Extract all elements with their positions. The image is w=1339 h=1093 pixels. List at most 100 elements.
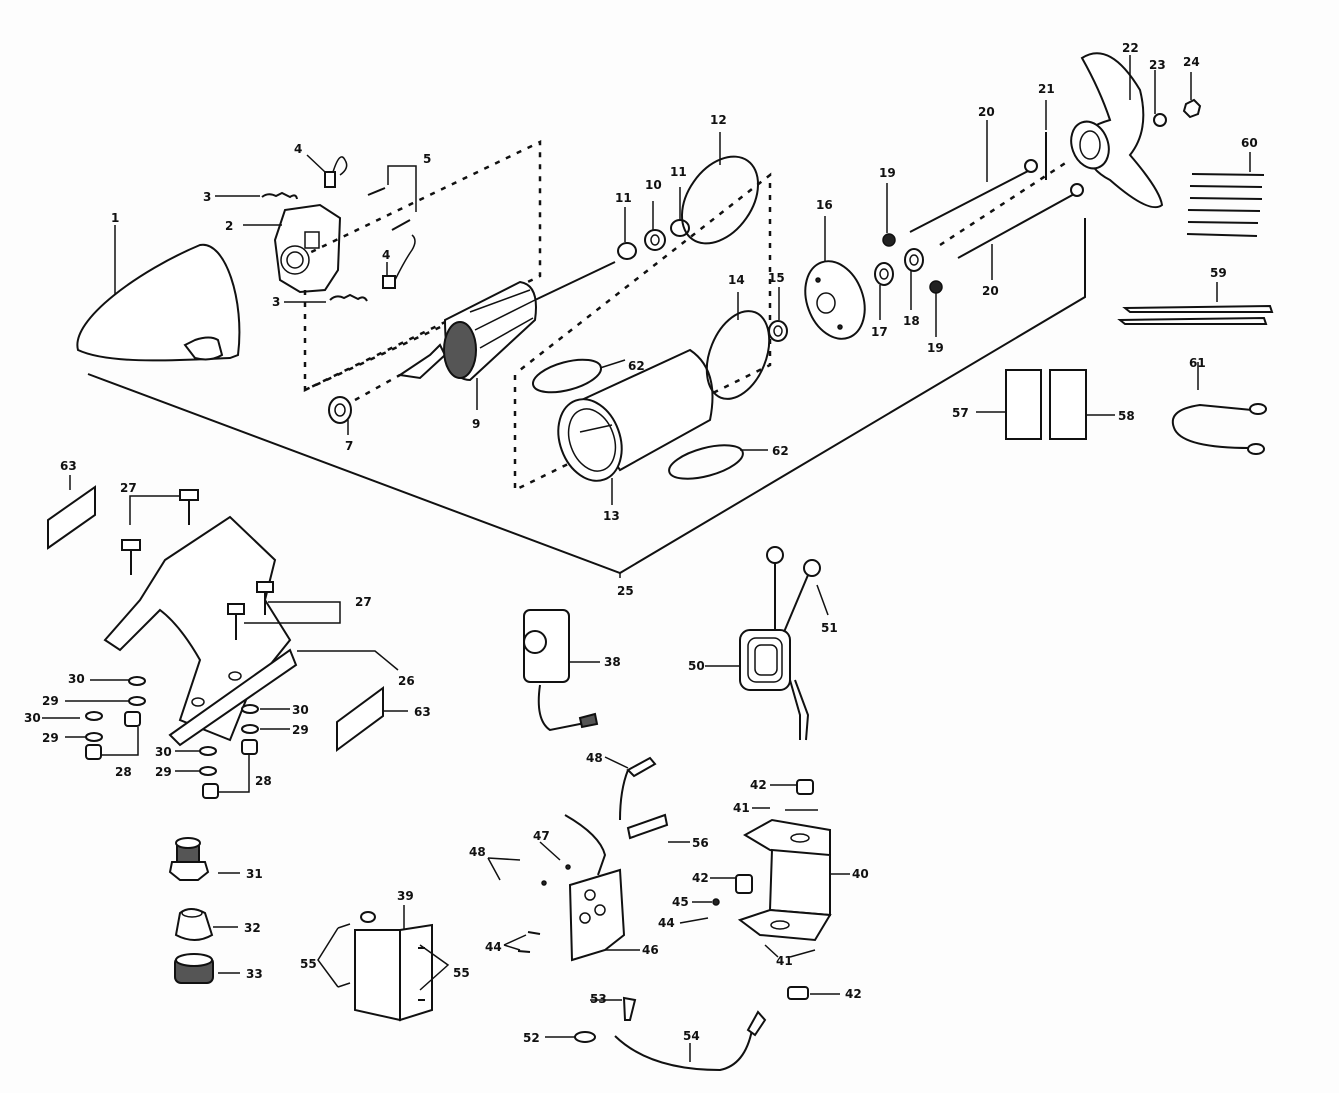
callout-33: 33 [246, 967, 263, 981]
callout-31: 31 [246, 867, 263, 881]
part-cable-ties-60[interactable] [1186, 152, 1265, 237]
callout-20: 20 [978, 105, 995, 119]
part-cover-39[interactable] [354, 905, 433, 1022]
part-propeller-22[interactable] [1065, 52, 1164, 209]
callout-57: 57 [952, 406, 969, 420]
callout-39: 39 [397, 889, 414, 903]
part-decals-57-58[interactable] [976, 369, 1115, 440]
part-circuit-board-46[interactable] [564, 814, 640, 962]
callout-9: 9 [472, 417, 480, 431]
part-thumb-screws-27[interactable] [121, 489, 341, 640]
callout-10: 10 [645, 178, 662, 192]
callout-38: 38 [604, 655, 621, 669]
part-armature[interactable] [354, 261, 616, 410]
part-bushings-17-18[interactable] [874, 248, 924, 320]
callout-61: 61 [1189, 356, 1206, 370]
part-o-ring-14[interactable] [695, 292, 781, 408]
callout-11: 11 [670, 165, 687, 179]
part-cable-ties-59[interactable] [1117, 282, 1274, 325]
armature-dashed-frame [303, 140, 542, 392]
callout-44: 44 [658, 916, 675, 930]
part-prop-nut-24[interactable] [1182, 72, 1202, 119]
callout-55: 55 [300, 957, 317, 971]
callout-4: 4 [382, 248, 390, 262]
housing-dashed-frame [513, 172, 772, 493]
callout-labels: 1 2 3 3 4 4 5 7 9 10 11 11 12 13 14 15 1… [24, 41, 1258, 1045]
part-through-bolts-20[interactable] [909, 120, 1084, 280]
callout-23: 23 [1149, 58, 1166, 72]
part-o-ring-12[interactable] [666, 132, 773, 258]
callout-17: 17 [871, 325, 888, 339]
part-screws-55[interactable] [317, 923, 450, 1001]
callout-42: 42 [692, 871, 709, 885]
callout-14: 14 [728, 273, 745, 287]
callout-41: 41 [776, 954, 793, 968]
callout-13: 13 [603, 509, 620, 523]
callout-58: 58 [1118, 409, 1135, 423]
part-decal-63-top[interactable] [47, 475, 96, 550]
part-coil-50[interactable] [705, 629, 810, 741]
callout-30: 30 [155, 745, 172, 759]
part-wire-harness-52-54[interactable] [545, 996, 767, 1072]
callout-15: 15 [768, 271, 785, 285]
callout-7: 7 [345, 439, 353, 453]
callout-62: 62 [628, 359, 645, 373]
callout-55: 55 [453, 966, 470, 980]
callout-52: 52 [523, 1031, 540, 1045]
part-screws-5[interactable] [367, 165, 417, 231]
callout-26: 26 [398, 674, 415, 688]
callout-48: 48 [586, 751, 603, 765]
part-knobs-42[interactable] [710, 779, 840, 1000]
part-switch-bracket-40[interactable] [737, 818, 850, 942]
part-collar-32[interactable] [174, 908, 238, 941]
callout-29: 29 [42, 731, 59, 745]
part-screws-47-48-44[interactable] [487, 841, 571, 953]
callout-1: 1 [111, 211, 119, 225]
part-washers-and-nuts-28-30[interactable] [42, 676, 290, 799]
part-speed-control-38[interactable] [523, 609, 600, 732]
part-o-rings-62[interactable] [530, 353, 768, 485]
part-seal-15[interactable] [768, 287, 788, 342]
callout-11: 11 [615, 191, 632, 205]
part-brush-end-cap[interactable] [243, 203, 342, 294]
part-nut-7[interactable] [328, 396, 352, 435]
part-lead-wire-48[interactable] [604, 756, 657, 821]
callout-30: 30 [68, 672, 85, 686]
callout-20: 20 [982, 284, 999, 298]
part-screws-41[interactable] [752, 807, 818, 958]
callout-18: 18 [903, 314, 920, 328]
part-mount-bracket-26[interactable] [103, 515, 399, 747]
callout-25: 25 [617, 584, 634, 598]
part-motor-housing[interactable] [547, 348, 714, 505]
callout-56: 56 [692, 836, 709, 850]
part-fitting-31[interactable] [168, 837, 240, 881]
part-nose-cone[interactable] [76, 225, 241, 362]
callout-28: 28 [255, 774, 272, 788]
part-washers-10-11[interactable] [617, 187, 690, 260]
callout-16: 16 [816, 198, 833, 212]
callout-30: 30 [292, 703, 309, 717]
part-end-cap-16[interactable] [795, 216, 875, 347]
callout-63: 63 [60, 459, 77, 473]
callout-27: 27 [355, 595, 372, 609]
part-nuts-19[interactable] [882, 183, 943, 337]
part-nut-45[interactable] [679, 898, 720, 924]
motor-assembly-bracket-lines [87, 218, 1086, 578]
callout-27: 27 [120, 481, 137, 495]
callout-45: 45 [672, 895, 689, 909]
part-plate-56[interactable] [626, 813, 690, 843]
part-brushes[interactable] [306, 154, 416, 289]
part-washer-23[interactable] [1153, 70, 1167, 127]
part-terminal-51[interactable] [766, 546, 829, 633]
callout-46: 46 [642, 943, 659, 957]
callout-29: 29 [292, 723, 309, 737]
callout-47: 47 [533, 829, 550, 843]
part-decal-63-bottom[interactable] [336, 686, 408, 752]
callout-48: 48 [469, 845, 486, 859]
callout-42: 42 [845, 987, 862, 1001]
part-cap-33[interactable] [174, 953, 240, 984]
callout-41: 41 [733, 801, 750, 815]
part-lanyard-61[interactable] [1171, 362, 1267, 455]
callout-5: 5 [423, 152, 431, 166]
